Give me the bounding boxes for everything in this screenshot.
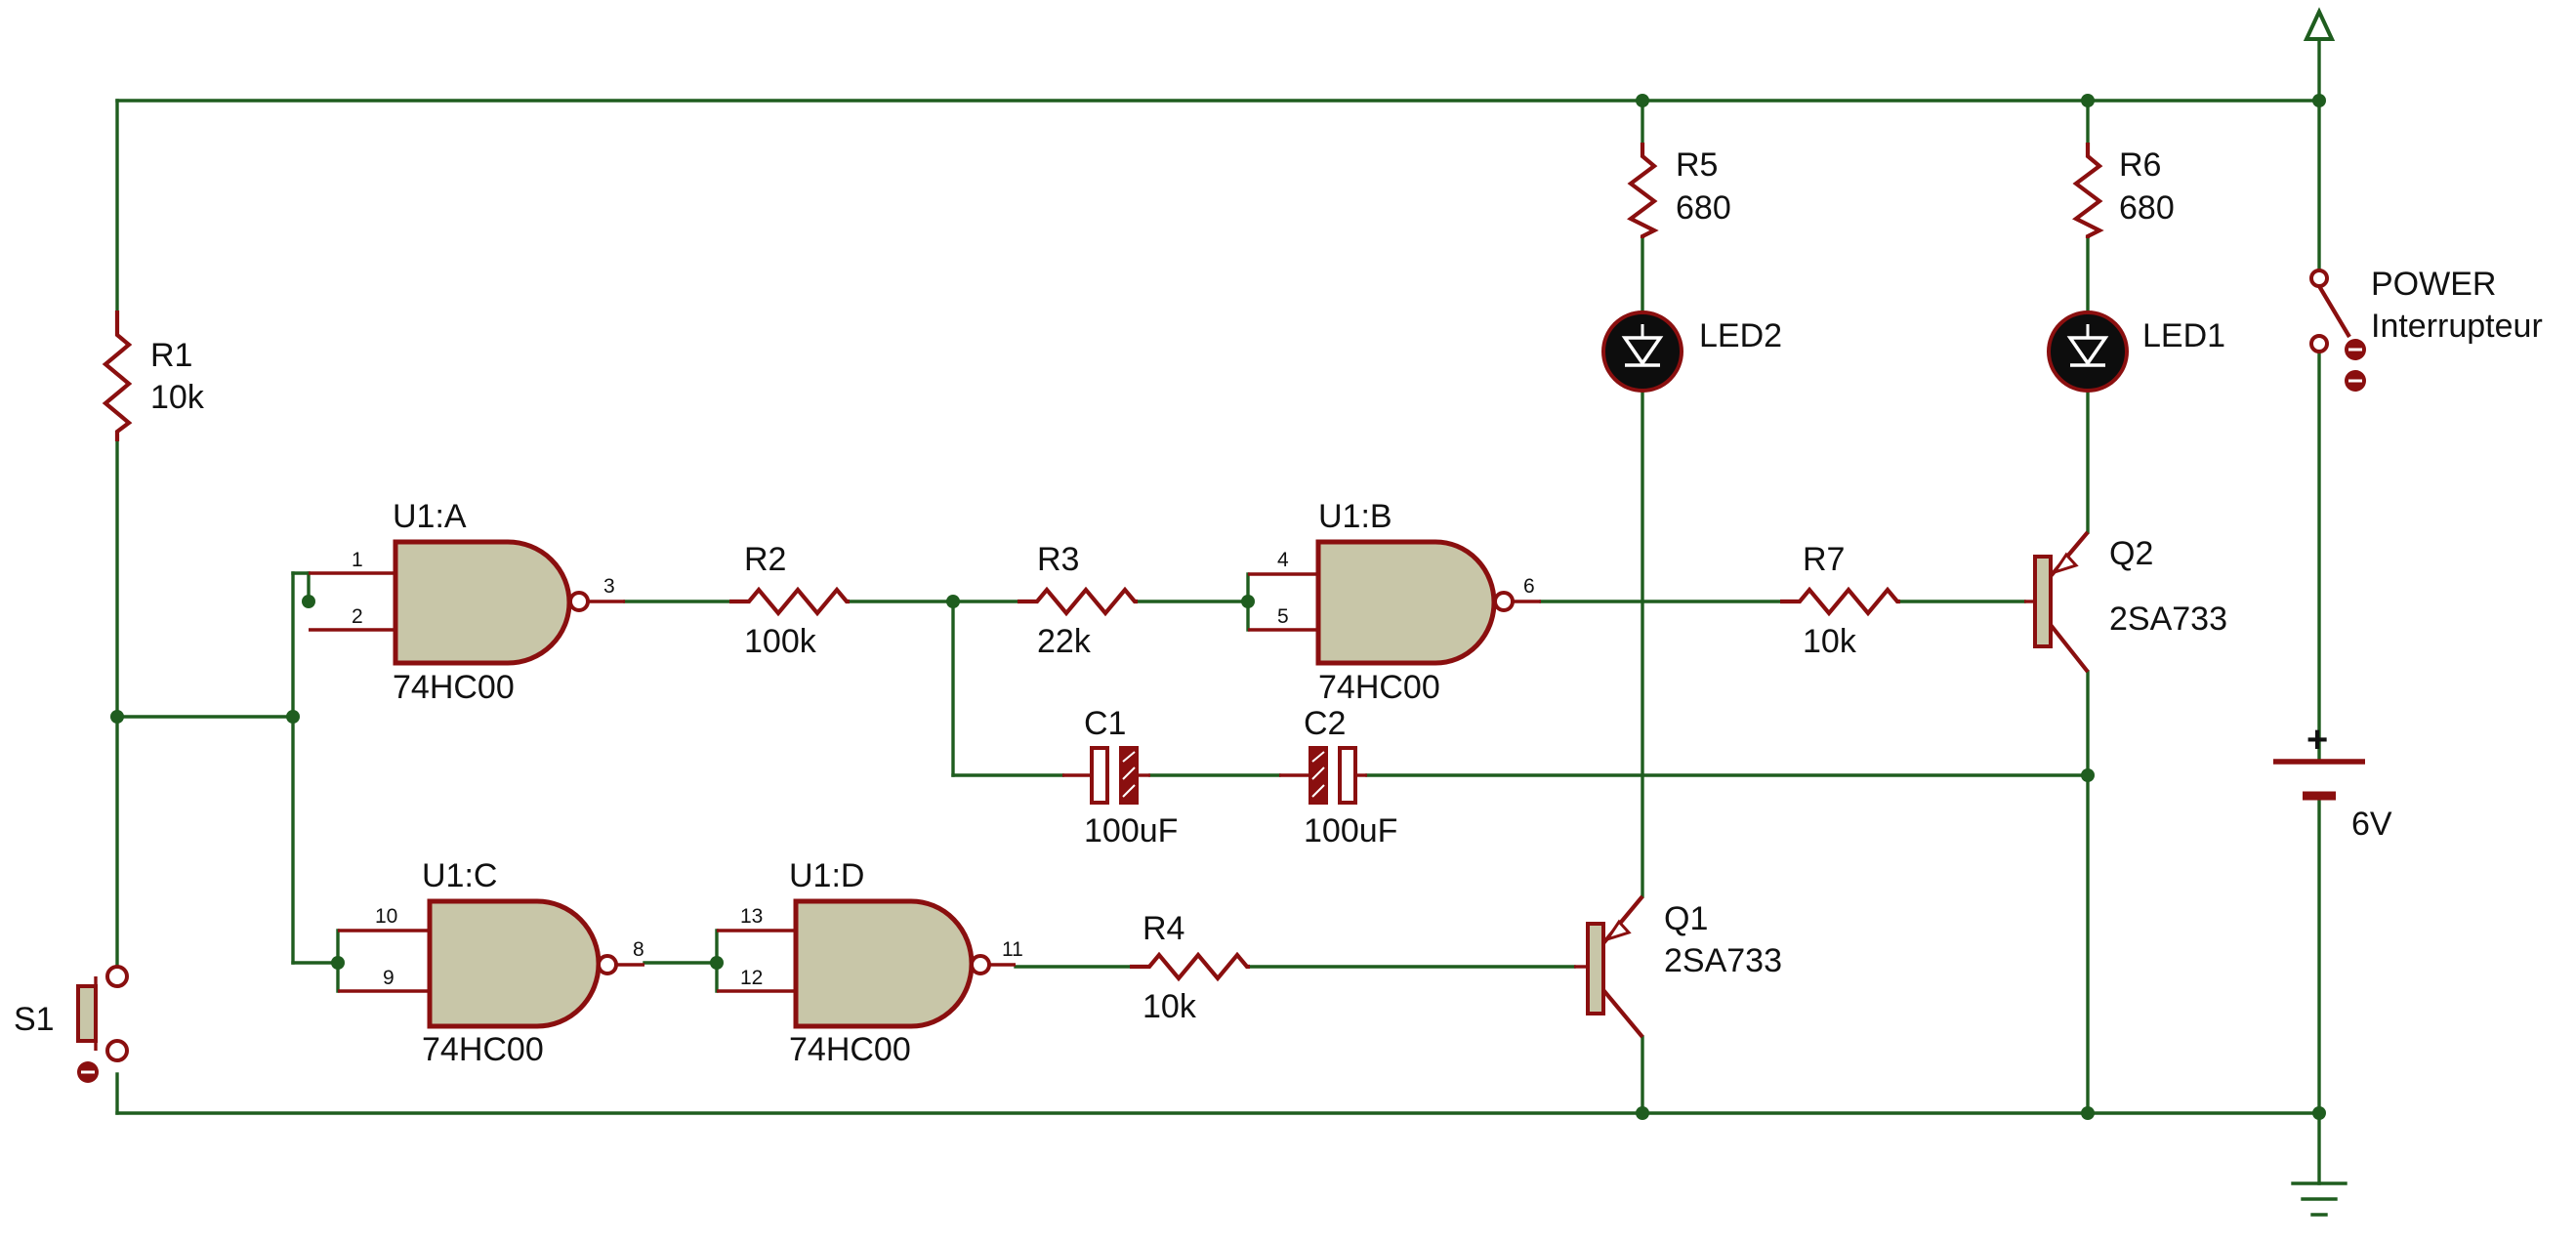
- u1b-part: 74HC00: [1318, 669, 1440, 706]
- resistor-r7[interactable]: R7 10k: [1780, 541, 1900, 660]
- c1-ref: C1: [1084, 705, 1126, 742]
- c2-value: 100uF: [1304, 812, 1397, 849]
- r7-ref: R7: [1803, 541, 1845, 578]
- u1b-ref: U1:B: [1318, 498, 1392, 535]
- r2-ref: R2: [744, 541, 786, 578]
- u1a-part: 74HC00: [393, 669, 515, 706]
- r3-value: 22k: [1037, 623, 1092, 660]
- junction-dot: [2081, 768, 2095, 782]
- capacitor-c1[interactable]: C1 100uF: [1062, 705, 1178, 849]
- q2-value: 2SA733: [2109, 601, 2227, 638]
- nand-gate-u1c[interactable]: 10 9 8 U1:C 74HC00: [338, 857, 644, 1068]
- junction-dot: [1636, 1106, 1649, 1120]
- junction-dot: [710, 956, 724, 970]
- junction-dot: [1636, 94, 1649, 107]
- r5-value: 680: [1676, 189, 1731, 227]
- r5-ref: R5: [1676, 146, 1718, 184]
- u1a-pin2: 2: [352, 605, 363, 628]
- q1-ref: Q1: [1664, 900, 1708, 937]
- junction-dot: [2081, 1106, 2095, 1120]
- u1a-ref: U1:A: [393, 498, 467, 535]
- battery[interactable]: + 6V: [2273, 720, 2392, 843]
- junction-dot: [302, 595, 315, 608]
- transistor-q1[interactable]: Q1 2SA733: [1574, 894, 1782, 1039]
- led1-ref: LED1: [2142, 317, 2225, 354]
- r6-value: 680: [2119, 189, 2175, 227]
- junction-dot: [2312, 1106, 2326, 1120]
- led2[interactable]: LED2: [1601, 311, 1782, 393]
- u1d-pin12: 12: [740, 967, 763, 989]
- led2-ref: LED2: [1699, 317, 1782, 354]
- junction-dot: [2312, 94, 2326, 107]
- junctions: [110, 94, 2326, 1120]
- u1d-pin11: 11: [1002, 938, 1023, 961]
- c2-ref: C2: [1304, 705, 1346, 742]
- u1c-pin9: 9: [383, 967, 395, 989]
- pushbutton-s1[interactable]: S1: [14, 965, 129, 1083]
- u1a-pin3: 3: [603, 575, 615, 598]
- nand-gate-u1b[interactable]: 4 5 6 U1:B 74HC00: [1248, 498, 1541, 706]
- resistor-r4[interactable]: R4 10k: [1130, 910, 1250, 1025]
- r4-ref: R4: [1143, 910, 1184, 947]
- battery-value: 6V: [2351, 806, 2392, 843]
- resistor-r1[interactable]: R1 10k: [102, 311, 205, 441]
- led1[interactable]: LED1: [2047, 311, 2225, 393]
- resistor-r5[interactable]: R5 680: [1627, 143, 1731, 238]
- u1b-pin6: 6: [1523, 575, 1535, 598]
- r1-ref: R1: [150, 337, 192, 374]
- junction-dot: [110, 710, 124, 724]
- r6-ref: R6: [2119, 146, 2161, 184]
- u1a-pin1: 1: [352, 549, 363, 571]
- u1c-part: 74HC00: [422, 1031, 544, 1068]
- u1d-part: 74HC00: [789, 1031, 911, 1068]
- u1d-pin13: 13: [740, 905, 763, 928]
- nand-gate-u1a[interactable]: 1 2 3 U1:A 74HC00: [309, 498, 625, 706]
- battery-plus: +: [2306, 720, 2328, 761]
- junction-dot: [946, 595, 960, 608]
- junction-dot: [1241, 595, 1255, 608]
- capacitor-c2[interactable]: C2 100uF: [1279, 705, 1397, 849]
- r2-value: 100k: [744, 623, 817, 660]
- u1c-pin8: 8: [633, 938, 644, 961]
- transistor-q2[interactable]: Q2 2SA733: [2024, 530, 2227, 674]
- c1-value: 100uF: [1084, 812, 1178, 849]
- nand-gate-u1d[interactable]: 13 12 11 U1:D 74HC00: [717, 857, 1023, 1068]
- r7-value: 10k: [1803, 623, 1857, 660]
- junction-dot: [286, 710, 300, 724]
- s1-ref: S1: [14, 1001, 55, 1038]
- junction-dot: [331, 956, 345, 970]
- r4-value: 10k: [1143, 988, 1197, 1025]
- u1c-pin10: 10: [375, 905, 397, 928]
- u1d-ref: U1:D: [789, 857, 864, 894]
- junction-dot: [2081, 94, 2095, 107]
- q1-value: 2SA733: [1664, 942, 1782, 979]
- u1c-ref: U1:C: [422, 857, 497, 894]
- power-switch[interactable]: POWER Interrupteur: [2309, 266, 2543, 392]
- q2-ref: Q2: [2109, 535, 2153, 572]
- power-ref: POWER: [2371, 266, 2496, 303]
- r3-ref: R3: [1037, 541, 1079, 578]
- power-value: Interrupteur: [2371, 308, 2543, 345]
- u1b-pin4: 4: [1277, 549, 1289, 571]
- supply-arrow-icon: [2303, 7, 2336, 41]
- resistor-r6[interactable]: R6 680: [2072, 143, 2175, 238]
- ground-icon: [2291, 1181, 2347, 1217]
- u1b-pin5: 5: [1277, 605, 1289, 628]
- resistor-r3[interactable]: R3 22k: [1018, 541, 1138, 660]
- r1-value: 10k: [150, 379, 205, 416]
- resistor-r2[interactable]: R2 100k: [729, 541, 850, 660]
